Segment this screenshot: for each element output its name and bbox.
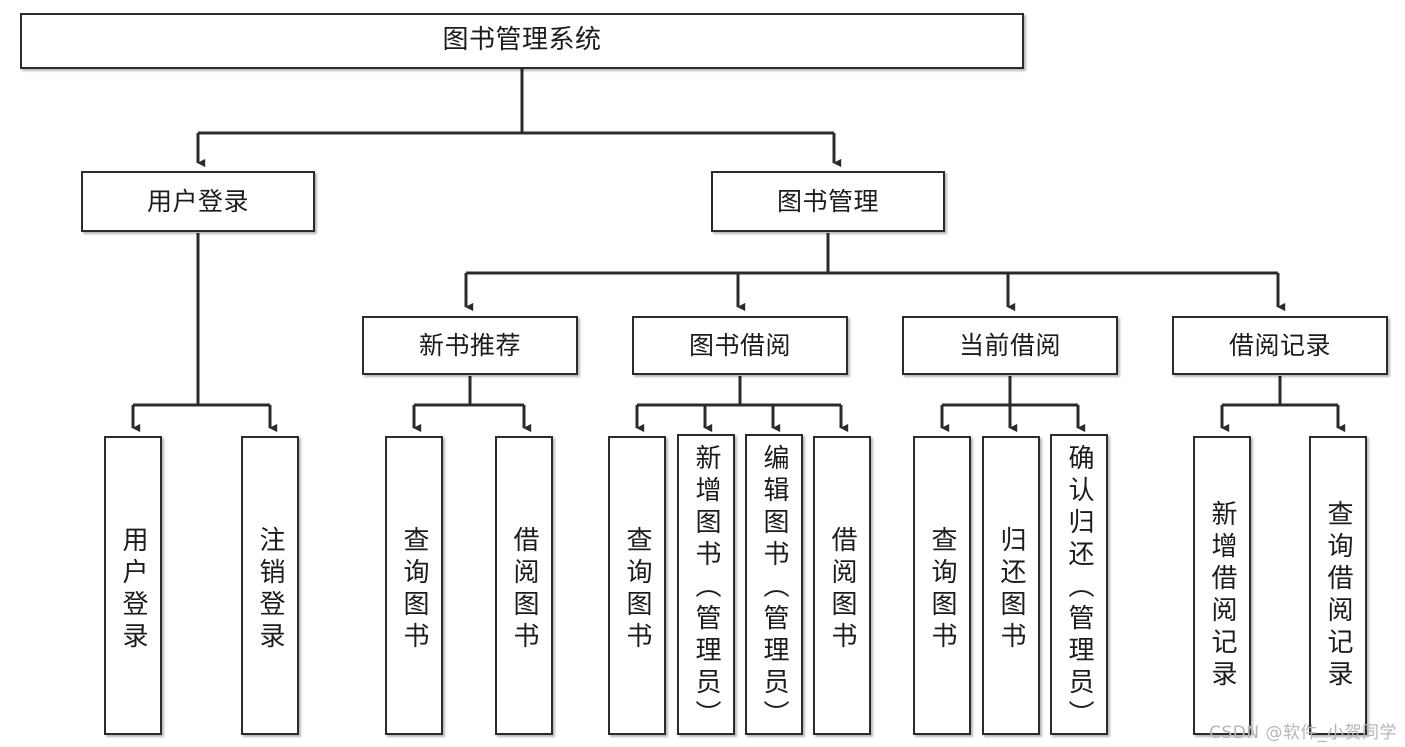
node-user-login[interactable]: 用户登录 bbox=[81, 171, 315, 232]
node-label: 查询图书 bbox=[399, 526, 429, 654]
node-current-borrow[interactable]: 当前借阅 bbox=[902, 316, 1118, 375]
node-label: 借阅记录 bbox=[1228, 330, 1331, 360]
node-label: 查询图书 bbox=[927, 526, 957, 654]
node-label: 当前借阅 bbox=[958, 330, 1061, 360]
node-label: 新增图书（管理员） bbox=[691, 444, 721, 732]
node-leaf-add-book-admin[interactable]: 新增图书（管理员） bbox=[677, 434, 735, 735]
node-label: 编辑图书（管理员） bbox=[759, 444, 789, 732]
node-label: 查询借阅记录 bbox=[1323, 500, 1353, 692]
node-label: 新书推荐 bbox=[418, 330, 521, 360]
node-leaf-query-book-current[interactable]: 查询图书 bbox=[913, 436, 971, 735]
node-leaf-borrow-book-recommend[interactable]: 借阅图书 bbox=[495, 436, 553, 735]
node-leaf-confirm-return-admin[interactable]: 确认归还（管理员） bbox=[1050, 434, 1108, 735]
csdn-watermark: CSDN @软件_小贺同学 bbox=[1209, 723, 1397, 743]
node-leaf-query-book-recommend[interactable]: 查询图书 bbox=[385, 436, 443, 735]
node-label: 图书借阅 bbox=[688, 330, 791, 360]
node-leaf-query-borrow-record[interactable]: 查询借阅记录 bbox=[1309, 436, 1367, 735]
node-leaf-add-borrow-record[interactable]: 新增借阅记录 bbox=[1193, 436, 1251, 735]
node-label: 用户登录 bbox=[118, 526, 148, 654]
node-label: 确认归还（管理员） bbox=[1064, 444, 1094, 732]
node-label: 图书管理系统 bbox=[442, 25, 602, 56]
node-borrow-record[interactable]: 借阅记录 bbox=[1172, 316, 1388, 375]
node-leaf-borrow-book-borrow[interactable]: 借阅图书 bbox=[813, 436, 871, 735]
node-label: 图书管理 bbox=[776, 186, 879, 216]
node-leaf-return-book[interactable]: 归还图书 bbox=[982, 436, 1040, 735]
node-leaf-query-book-borrow[interactable]: 查询图书 bbox=[608, 436, 666, 735]
node-new-book-recommend[interactable]: 新书推荐 bbox=[362, 316, 578, 375]
node-label: 借阅图书 bbox=[827, 526, 857, 654]
node-book-borrow[interactable]: 图书借阅 bbox=[632, 316, 848, 375]
node-leaf-edit-book-admin[interactable]: 编辑图书（管理员） bbox=[745, 434, 803, 735]
node-label: 借阅图书 bbox=[509, 526, 539, 654]
node-label: 用户登录 bbox=[146, 186, 249, 216]
node-label: 归还图书 bbox=[996, 526, 1026, 654]
node-label: 新增借阅记录 bbox=[1207, 500, 1237, 692]
node-label: 注销登录 bbox=[255, 526, 285, 654]
node-book-management[interactable]: 图书管理 bbox=[711, 171, 945, 232]
node-leaf-logout-login[interactable]: 注销登录 bbox=[241, 436, 299, 735]
node-label: 查询图书 bbox=[622, 526, 652, 654]
node-leaf-user-login[interactable]: 用户登录 bbox=[104, 436, 162, 735]
node-root-book-management-system[interactable]: 图书管理系统 bbox=[20, 13, 1024, 69]
